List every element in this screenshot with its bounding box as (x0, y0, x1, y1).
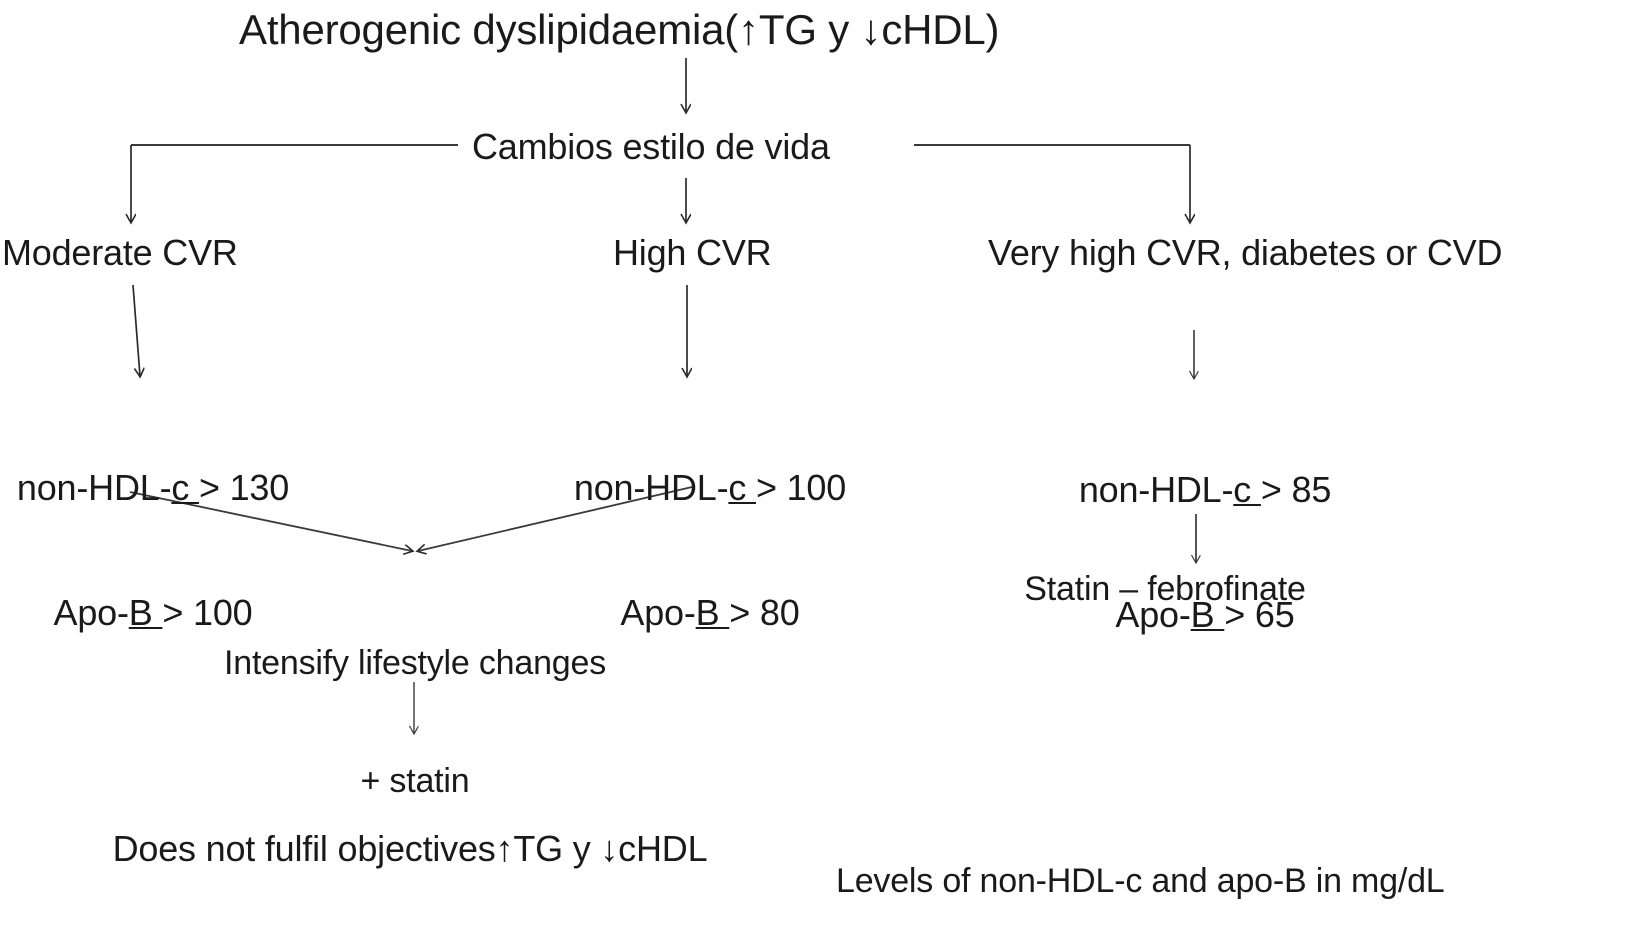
not-fulfil-line-1: Does not fulfil objectives↑TG y ↓cHDL (112, 827, 708, 869)
nonhdl-value: > 85 (1260, 468, 1332, 510)
apob-marker: B (128, 591, 163, 633)
target-nonhdl-high: non-HDL-c > 100 (545, 467, 875, 509)
branch-right-veryhigh (914, 144, 1190, 222)
node-risk-moderate: Moderate CVR (2, 232, 238, 273)
apob-marker: B (1190, 593, 1225, 635)
nonhdl-marker: c (1233, 468, 1261, 510)
footnote-units: Levels of non-HDL-c and apo-B in mg/dL (836, 862, 1445, 900)
nonhdl-marker: c (171, 466, 199, 508)
node-intensify-lifestyle: Intensify lifestyle changes + statin (155, 565, 675, 881)
node-target-very-high: non-HDL-c > 85 Apo-B > 65 (1040, 385, 1370, 719)
apob-value: > 65 (1224, 593, 1295, 635)
apob-label: Apo- (1115, 593, 1191, 635)
nonhdl-label: non-HDL- (1078, 468, 1234, 510)
apob-value: > 80 (729, 591, 800, 633)
node-risk-high: High CVR (613, 232, 772, 273)
apob-label: Apo- (620, 591, 696, 633)
target-apob-very-high: Apo-B > 65 (1040, 594, 1370, 636)
nonhdl-label: non-HDL- (573, 466, 729, 508)
apob-marker: B (695, 591, 730, 633)
nonhdl-label: non-HDL- (16, 466, 172, 508)
target-apob-high: Apo-B > 80 (545, 592, 875, 634)
target-nonhdl-very-high: non-HDL-c > 85 (1040, 469, 1370, 511)
apob-label: Apo- (53, 591, 129, 633)
node-lifestyle-changes: Cambios estilo de vida (472, 126, 830, 167)
node-target-high: non-HDL-c > 100 Apo-B > 80 (545, 383, 875, 717)
node-risk-very-high: Very high CVR, diabetes or CVD (988, 232, 1503, 273)
nonhdl-value: > 130 (198, 466, 290, 508)
intensify-line-2: + statin (360, 762, 470, 801)
nonhdl-value: > 100 (755, 466, 847, 508)
intensify-line-1: Intensify lifestyle changes (223, 643, 607, 682)
target-apob-moderate: Apo-B > 100 (0, 592, 314, 634)
branch-left-moderate (131, 144, 458, 222)
nonhdl-marker: c (728, 466, 756, 508)
node-does-not-fulfil: Does not fulfil objectives↑TG y ↓cHDL Ad… (52, 744, 768, 951)
apob-value: > 100 (162, 591, 253, 633)
diagram-title: Atherogenic dyslipidaemia(↑TG y ↓cHDL) (239, 6, 1000, 53)
node-target-moderate: non-HDL-c > 130 Apo-B > 100 (0, 383, 314, 717)
target-nonhdl-moderate: non-HDL-c > 130 (0, 467, 314, 509)
arrow-moderate-to-target (132, 284, 140, 376)
node-statin-febrofinate: Statin – febrofinate (1024, 570, 1306, 608)
